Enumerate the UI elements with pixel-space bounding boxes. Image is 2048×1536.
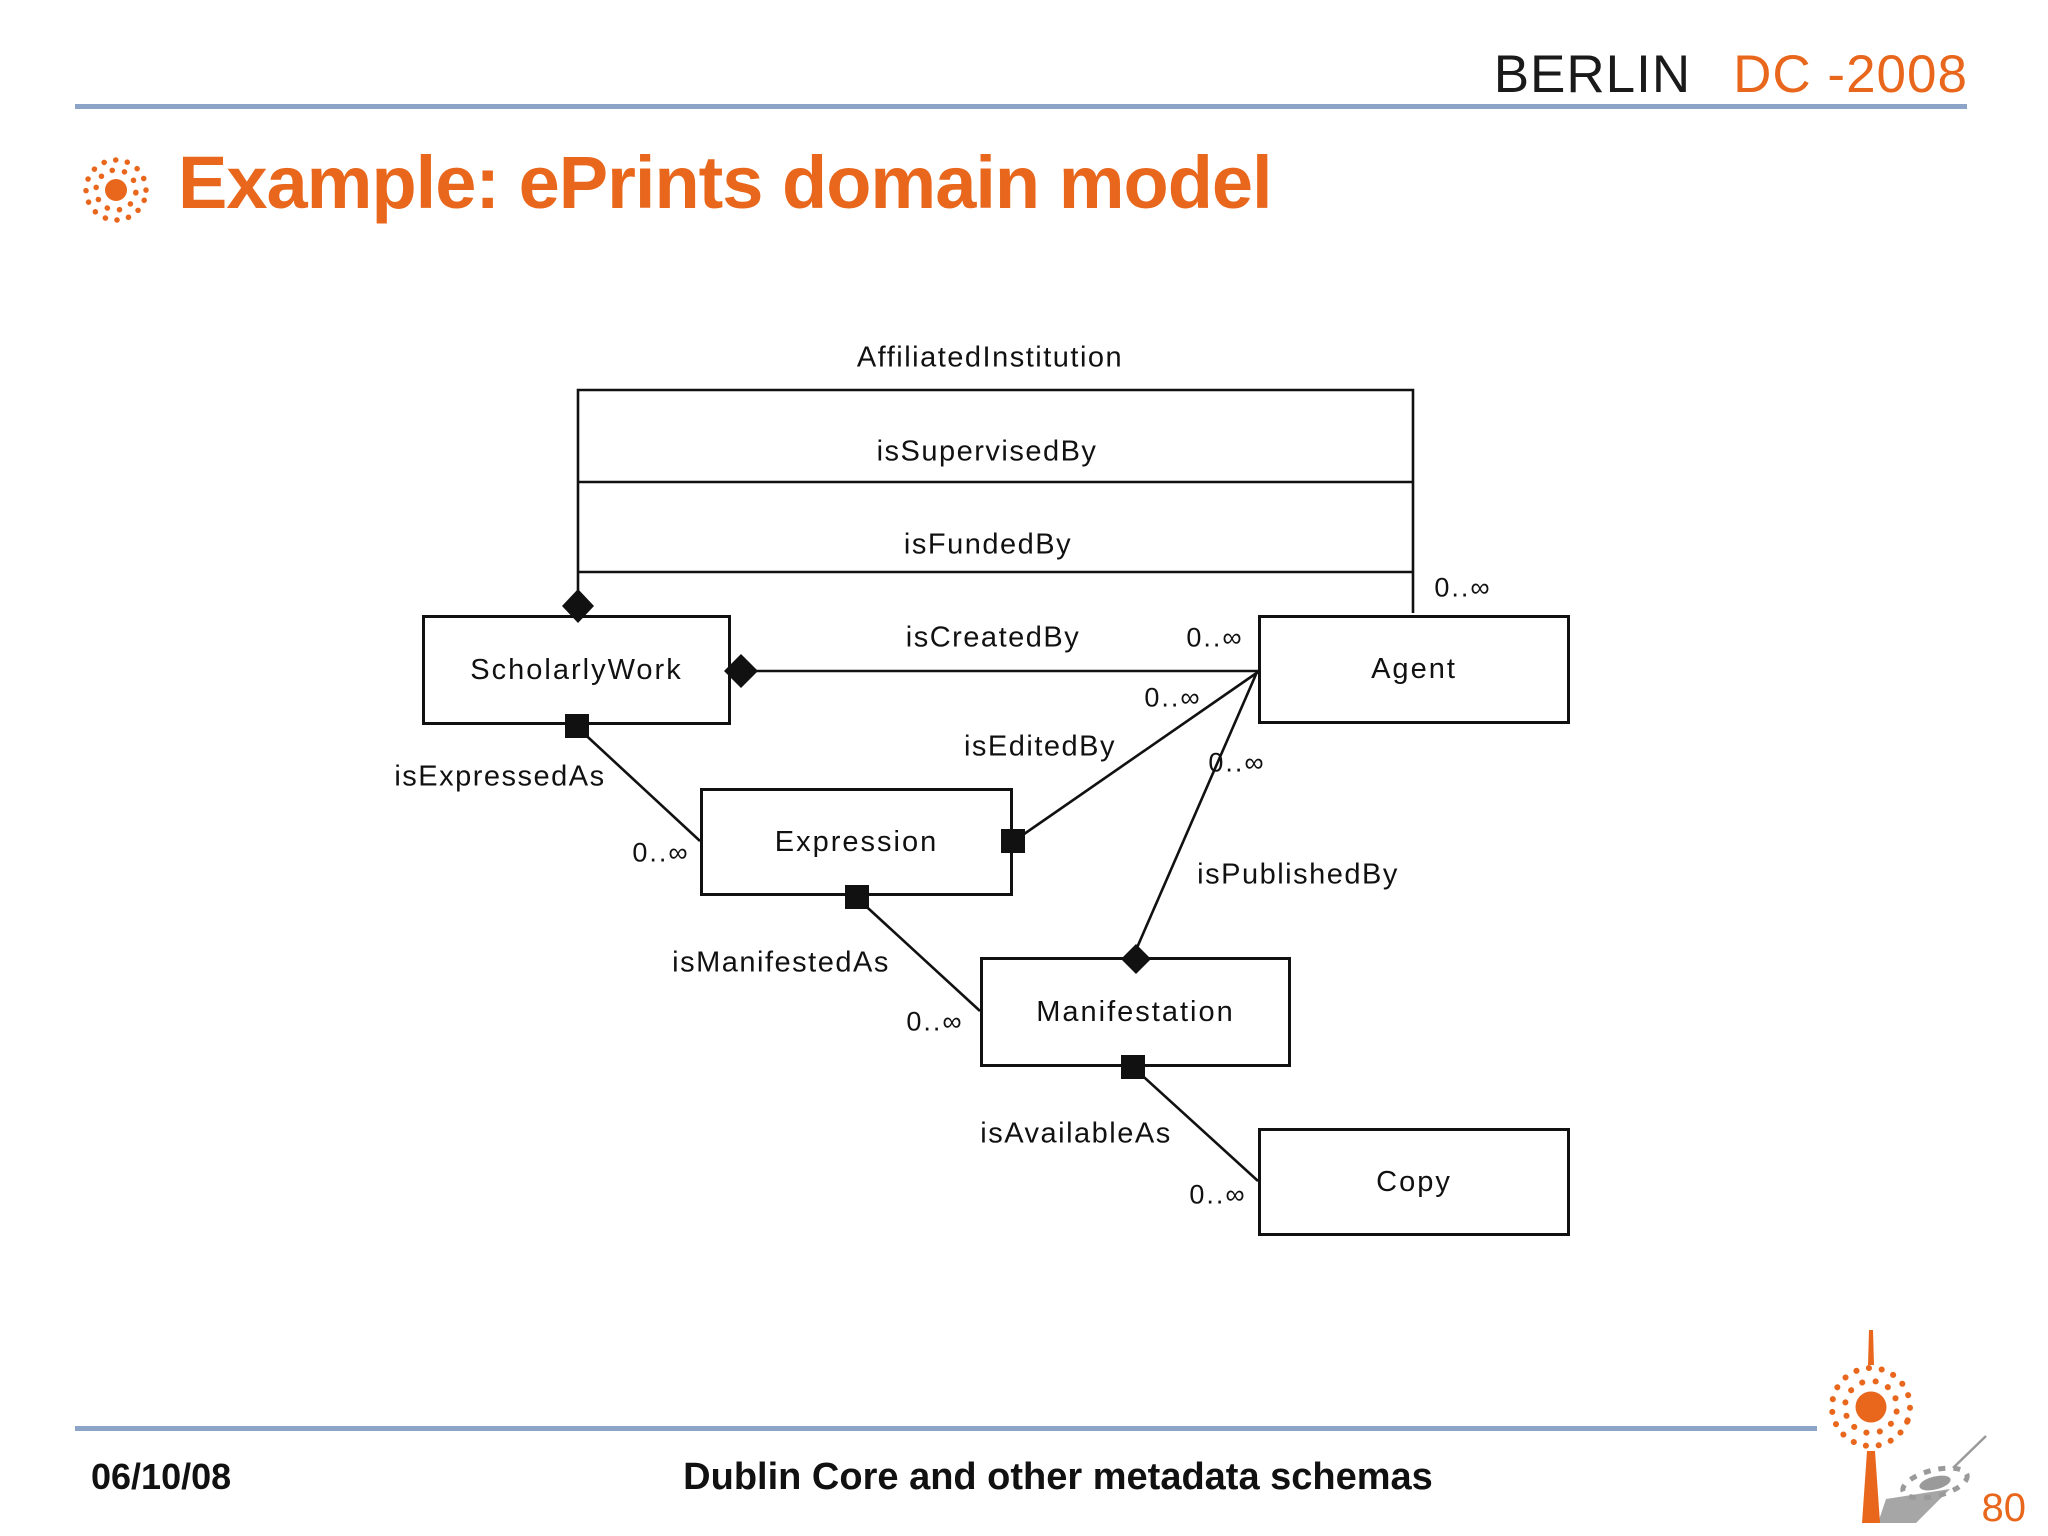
entity-box-copy: Copy <box>1258 1128 1570 1236</box>
entity-box-manifestation: Manifestation <box>980 957 1291 1067</box>
entity-label: Manifestation <box>1036 995 1235 1028</box>
berlin-tv-tower-icon <box>1829 1330 1987 1523</box>
entity-label: Expression <box>774 825 939 858</box>
relation-label-isexpressedas: isExpressedAs <box>394 760 606 793</box>
tower-shadow <box>1878 1435 1987 1523</box>
entity-box-scholarlywork: ScholarlyWork <box>422 615 731 725</box>
footer-title: Dublin Core and other metadata schemas <box>683 1456 1433 1498</box>
multiplicity-label: 0..∞ <box>1434 572 1492 603</box>
header-divider <box>75 104 1967 109</box>
sunburst-icon <box>83 157 149 223</box>
conference-location: BERLIN <box>1493 45 1692 104</box>
multiplicity-label: 0..∞ <box>906 1006 964 1037</box>
multiplicity-label: 0..∞ <box>1186 622 1244 653</box>
relation-label-ispublishedby: isPublishedBy <box>1197 858 1399 891</box>
conference-name: DC -2008 <box>1733 45 1968 104</box>
multiplicity-label: 0..∞ <box>632 837 690 868</box>
multiplicity-label: 0..∞ <box>1189 1179 1247 1210</box>
relation-label-isfundedby: isFundedBy <box>903 528 1073 561</box>
entity-label: ScholarlyWork <box>470 653 683 686</box>
footer-date: 06/10/08 <box>91 1456 232 1497</box>
entity-label: Agent <box>1371 653 1457 685</box>
multiplicity-label: 0..∞ <box>1144 682 1202 713</box>
entity-box-expression: Expression <box>700 788 1013 896</box>
entity-label: Copy <box>1376 1165 1452 1198</box>
connector-published <box>1134 671 1259 951</box>
multiplicity-label: 0..∞ <box>1208 747 1266 778</box>
page-title: Example: ePrints domain model <box>178 141 1273 224</box>
relation-label-affiliatedinstitution: AffiliatedInstitution <box>856 341 1124 374</box>
relation-label-iseditedby: isEditedBy <box>963 730 1117 763</box>
relation-label-ismanifestedas: isManifestedAs <box>672 946 890 979</box>
page-number: 80 <box>1981 1486 2027 1530</box>
relation-label-iscreatedby: isCreatedBy <box>905 621 1081 654</box>
slide-header: BERLIN DC -2008 <box>1494 44 1968 105</box>
relation-label-issupervisedby: isSupervisedBy <box>876 435 1098 468</box>
footer-divider <box>75 1426 1817 1431</box>
entity-box-agent: Agent <box>1258 615 1570 724</box>
relation-label-isavailableas: isAvailableAs <box>980 1117 1172 1150</box>
tower-body <box>1855 1330 1887 1523</box>
connector-bracket <box>576 388 1415 613</box>
